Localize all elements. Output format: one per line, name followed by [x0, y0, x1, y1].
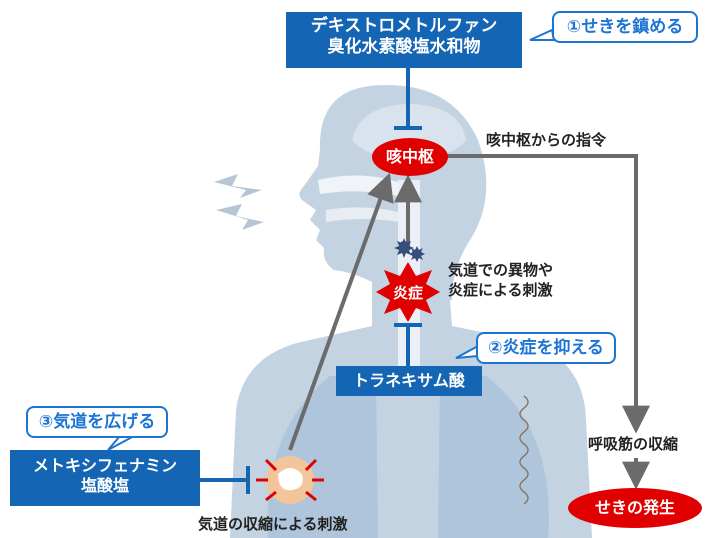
- cough-center-label: 咳中枢: [385, 147, 434, 166]
- dextromethorphan-name-line1: デキストロメトルファン: [310, 16, 498, 36]
- inhibit-line-dextromethorphan: [394, 68, 422, 130]
- callout-tail-airway: [107, 435, 135, 451]
- callout-suppress-cough: ①せきを鎮める: [552, 11, 698, 43]
- callout-widen-airway: ③気道を広げる: [26, 406, 168, 438]
- breath-mark-icon: [214, 174, 264, 230]
- drug-box-dextromethorphan: デキストロメトルファン 臭化水素酸塩水和物: [286, 12, 522, 68]
- foreign-particle-icon: [394, 238, 425, 262]
- inflammation-burst-icon: [376, 262, 440, 322]
- label-command: 咳中枢からの指令: [486, 131, 607, 149]
- label-airway-contraction: 気道の収縮による刺激: [198, 515, 348, 533]
- inhibit-line-methoxyphenamine: [200, 466, 250, 494]
- callout-widen-airway-text: ③気道を広げる: [38, 412, 156, 432]
- label-muscle-contraction: 呼吸筋の収縮: [588, 435, 679, 453]
- inhibit-line-tranexamic: [394, 323, 422, 368]
- arrow-command-to-muscles: [440, 154, 650, 434]
- cough-occurs-label: せきの発生: [594, 498, 675, 517]
- methoxyphenamine-name-line2: 塩酸塩: [80, 476, 129, 495]
- node-cough-occurs: せきの発生: [568, 488, 702, 528]
- node-cough-center: 咳中枢: [372, 138, 448, 176]
- label-stimulus: 気道での異物や 炎症による刺激: [448, 260, 553, 301]
- tranexamic-name: トラネキサム酸: [353, 371, 465, 390]
- drug-box-methoxyphenamine: メトキシフェナミン 塩酸塩: [10, 450, 200, 506]
- label-stimulus-line1: 気道での異物や: [448, 261, 554, 279]
- arrow-airway-to-cough-center: [288, 172, 394, 451]
- methoxyphenamine-name-line1: メトキシフェナミン: [32, 456, 177, 475]
- lung-squiggle-icon: [519, 395, 529, 505]
- drug-box-tranexamic: トラネキサム酸: [336, 366, 482, 396]
- callout-reduce-inflammation: ②炎症を抑える: [476, 332, 616, 364]
- callout-suppress-cough-text: ①せきを鎮める: [566, 17, 684, 37]
- dextromethorphan-name-line2: 臭化水素酸塩水和物: [327, 37, 481, 58]
- contracted-airway-icon: [256, 456, 324, 504]
- callout-reduce-inflammation-text: ②炎症を抑える: [488, 338, 604, 358]
- inflammation-label: 炎症: [392, 284, 423, 302]
- callout-tail-suppress: [529, 28, 556, 41]
- label-stimulus-line2: 炎症による刺激: [448, 281, 553, 300]
